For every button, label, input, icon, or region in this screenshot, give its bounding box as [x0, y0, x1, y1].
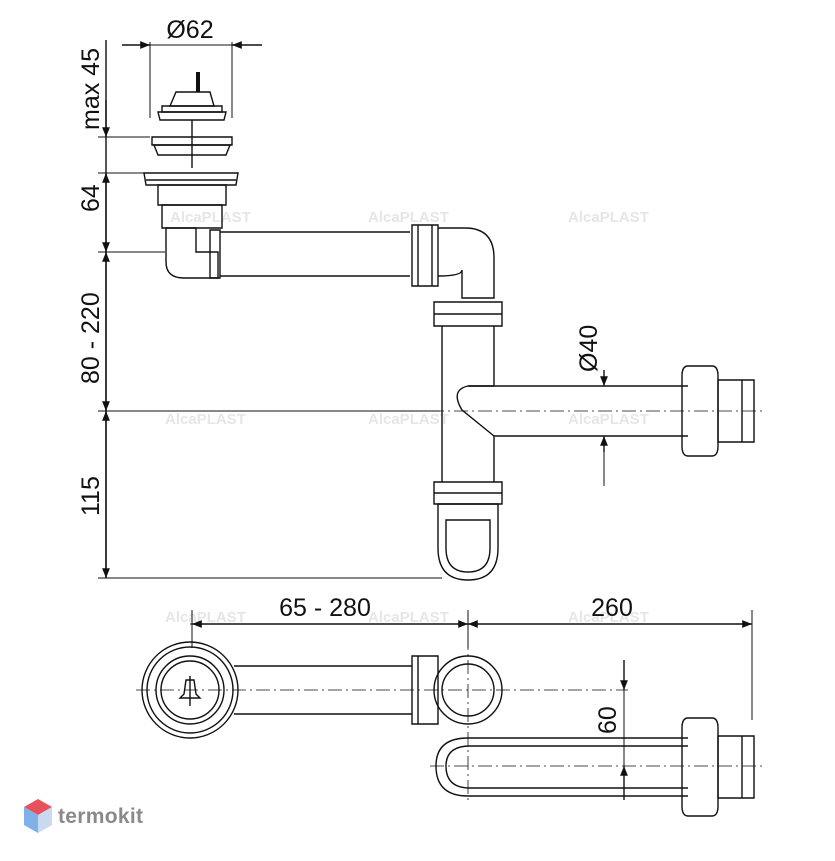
plug-ring — [157, 111, 227, 121]
watermark-9: AlcaPLAST — [568, 609, 649, 626]
body-collar — [157, 184, 227, 206]
label-diameter-top: Ø62 — [166, 16, 213, 44]
watermark-4: AlcaPLAST — [165, 411, 246, 428]
watermark-5: AlcaPLAST — [368, 411, 449, 428]
top-outlet-flange — [681, 717, 719, 817]
watermark-2: AlcaPLAST — [368, 209, 449, 226]
top-arm-nut — [411, 655, 439, 725]
side-view — [98, 40, 764, 581]
upper-nut — [433, 301, 503, 327]
side-view-labels: Ø62 max 45 64 80 - 220 115 Ø40 — [77, 16, 603, 516]
sink-flange — [143, 172, 239, 186]
trap-bowl-inner — [445, 519, 491, 573]
label-max-height: max 45 — [77, 48, 105, 130]
arm-nut — [411, 224, 439, 287]
watermark-group: AlcaPLAST AlcaPLAST AlcaPLAST AlcaPLAST … — [165, 209, 649, 626]
plug-cap — [161, 105, 223, 113]
label-horizontal-range: 65 - 280 — [279, 594, 371, 622]
label-outlet-diameter: Ø40 — [575, 325, 603, 372]
outlet-loop-inner — [445, 745, 688, 789]
plug-knob — [168, 91, 215, 107]
label-offset: 60 — [594, 706, 622, 734]
termokit-logo-icon — [24, 799, 52, 833]
watermark-1: AlcaPLAST — [170, 209, 251, 226]
tee-branch — [456, 385, 495, 437]
strainer-flange-top — [151, 136, 233, 146]
label-outlet-length: 260 — [591, 594, 633, 622]
arm-bend — [437, 227, 495, 299]
top-outlet-spigot — [717, 735, 755, 799]
watermark-8: AlcaPLAST — [368, 609, 449, 626]
plug-handle-top — [178, 679, 202, 699]
elbow-collar — [209, 229, 221, 279]
top-view — [136, 610, 764, 817]
trap-bowl — [437, 503, 499, 581]
watermark-6: AlcaPLAST — [568, 411, 649, 428]
top-view-labels: 65 - 280 260 60 — [279, 594, 633, 734]
strainer-flange-mid — [152, 144, 232, 156]
label-adjust-range: 80 - 220 — [77, 292, 105, 384]
label-trap-depth: 115 — [77, 476, 105, 516]
body-nut — [161, 204, 223, 229]
watermark-7: AlcaPLAST — [165, 609, 246, 626]
watermark-3: AlcaPLAST — [568, 209, 649, 226]
label-flange-height: 64 — [77, 184, 105, 212]
lower-nut — [433, 481, 503, 505]
brand-name: termokit — [58, 805, 144, 828]
outlet-flange — [681, 365, 719, 457]
